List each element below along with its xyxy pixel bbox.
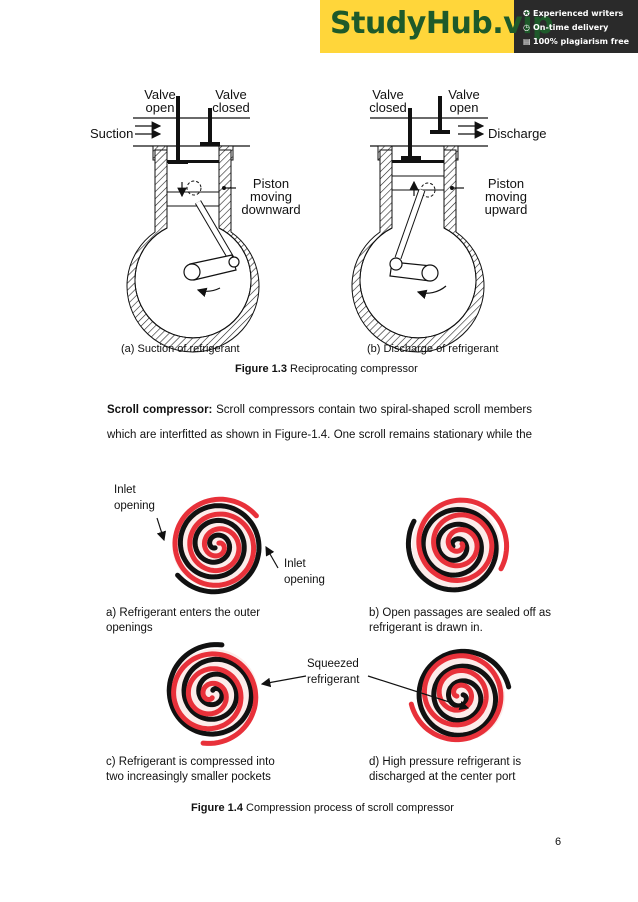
perk-item: ◷On-time delivery: [523, 23, 609, 32]
orbiting-scroll: [416, 497, 510, 584]
perk-item: ✪Experienced writers: [523, 9, 624, 18]
fixed-scroll: [166, 642, 254, 737]
scroll-set-a: [172, 496, 262, 595]
document-check-icon: ▤: [523, 37, 531, 46]
scroll-set-b: [405, 497, 510, 593]
caption-suction: (a) Suction of refrigerant: [121, 343, 240, 355]
fixed-scroll: [175, 503, 262, 595]
caption-discharge: (b) Discharge of refrigerant: [367, 343, 499, 355]
suction-label: Suction: [90, 126, 134, 141]
figure-1-3-caption: Figure 1.3 Reciprocating compressor: [235, 363, 418, 375]
orbiting-scroll: [171, 651, 259, 746]
orbiting-scroll: [172, 496, 259, 588]
star-icon: ✪: [523, 9, 530, 18]
orbiting-scroll: [408, 653, 504, 743]
page-number: 6: [555, 836, 562, 848]
discharge-label: Discharge: [488, 126, 547, 141]
promo-banner[interactable]: StudyHub.vip ✪Experienced writers ◷On-ti…: [320, 0, 638, 53]
brand-name: StudyHub.vip: [330, 6, 553, 41]
fixed-scroll: [405, 506, 499, 593]
clock-icon: ◷: [523, 23, 530, 32]
discharge-compressor: [351, 96, 488, 353]
suction-compressor: [126, 96, 260, 353]
body-paragraph-line-2: which are interfitted as shown in Figure…: [107, 429, 532, 441]
scroll-compressor-diagram: [166, 496, 512, 746]
figure-1-4-caption: Figure 1.4 Compression process of scroll…: [191, 802, 454, 814]
scroll-set-d: [408, 648, 512, 743]
perk-item: ▤100% plagiarism free: [523, 37, 630, 46]
scroll-set-c: [166, 642, 259, 746]
body-paragraph-line-1: Scroll compressor: Scroll compressors co…: [107, 404, 532, 416]
brand-logo-box: StudyHub.vip: [320, 0, 553, 53]
fixed-scroll: [416, 648, 512, 738]
